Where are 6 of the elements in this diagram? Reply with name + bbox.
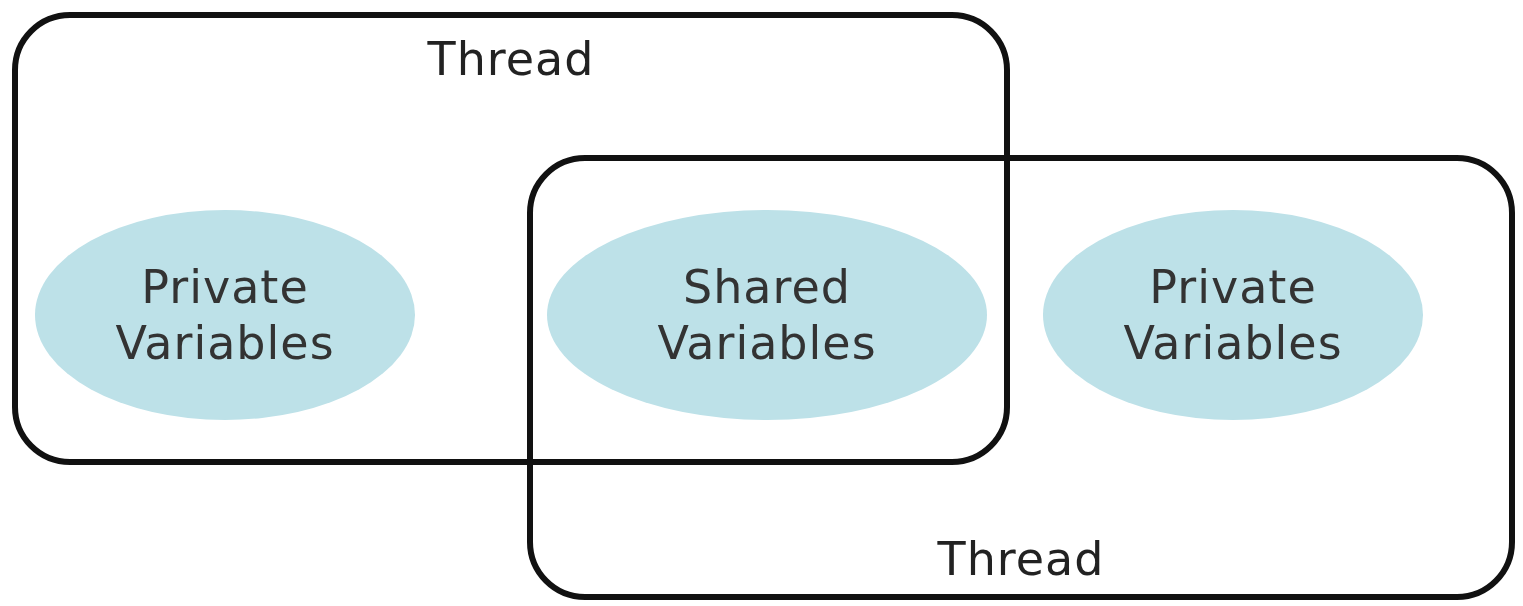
variable-label: Shared Variables — [656, 258, 878, 372]
thread-label: Thread — [937, 532, 1105, 586]
thread-box — [527, 155, 1515, 600]
variable-label: Private Variables — [1122, 258, 1344, 372]
variable-label: Private Variables — [114, 258, 336, 372]
thread-label: Thread — [427, 32, 595, 86]
